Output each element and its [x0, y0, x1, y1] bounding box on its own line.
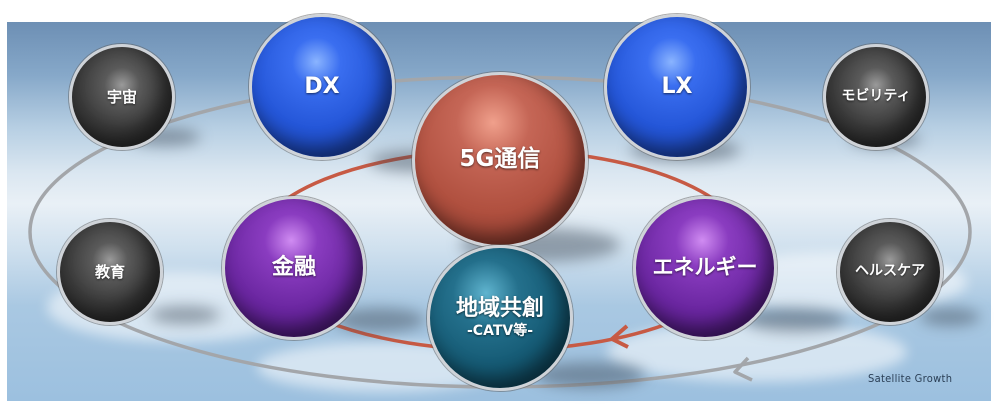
sphere-label: DX: [304, 73, 340, 99]
inner-orbit-arrow-icon: [610, 324, 629, 349]
sphere-shadow: [150, 306, 220, 324]
sphere-dx[interactable]: DX: [249, 14, 395, 160]
sphere-sublabel: -CATV等-: [466, 322, 534, 339]
credit-text: Satellite Growth: [868, 372, 953, 385]
sphere-shadow: [920, 308, 980, 326]
sphere-mobility[interactable]: モビリティ: [823, 44, 929, 150]
sphere-label: 宇宙: [106, 87, 137, 106]
sphere-healthcare[interactable]: ヘルスケア: [837, 219, 943, 325]
sphere-label: 教育: [94, 262, 125, 281]
sphere-finance[interactable]: 金融: [222, 196, 366, 340]
sphere-lx[interactable]: LX: [604, 14, 750, 160]
sphere-label: ヘルスケア: [855, 263, 925, 280]
sphere-regional[interactable]: 地域共創 -CATV等-: [427, 245, 573, 391]
sphere-label: 金融: [271, 254, 316, 280]
sphere-energy[interactable]: エネルギー: [633, 196, 777, 340]
sphere-label: エネルギー: [652, 255, 758, 280]
sphere-label: モビリティ: [841, 88, 911, 105]
sphere-label: 5G通信: [459, 146, 541, 173]
outer-orbit-arrow-icon: [733, 356, 753, 382]
sphere-education[interactable]: 教育: [57, 219, 163, 325]
sphere-5g-core[interactable]: 5G通信: [412, 72, 588, 248]
sphere-label: 地域共創: [455, 295, 544, 321]
sphere-label: LX: [661, 73, 693, 99]
sphere-space[interactable]: 宇宙: [69, 44, 175, 150]
